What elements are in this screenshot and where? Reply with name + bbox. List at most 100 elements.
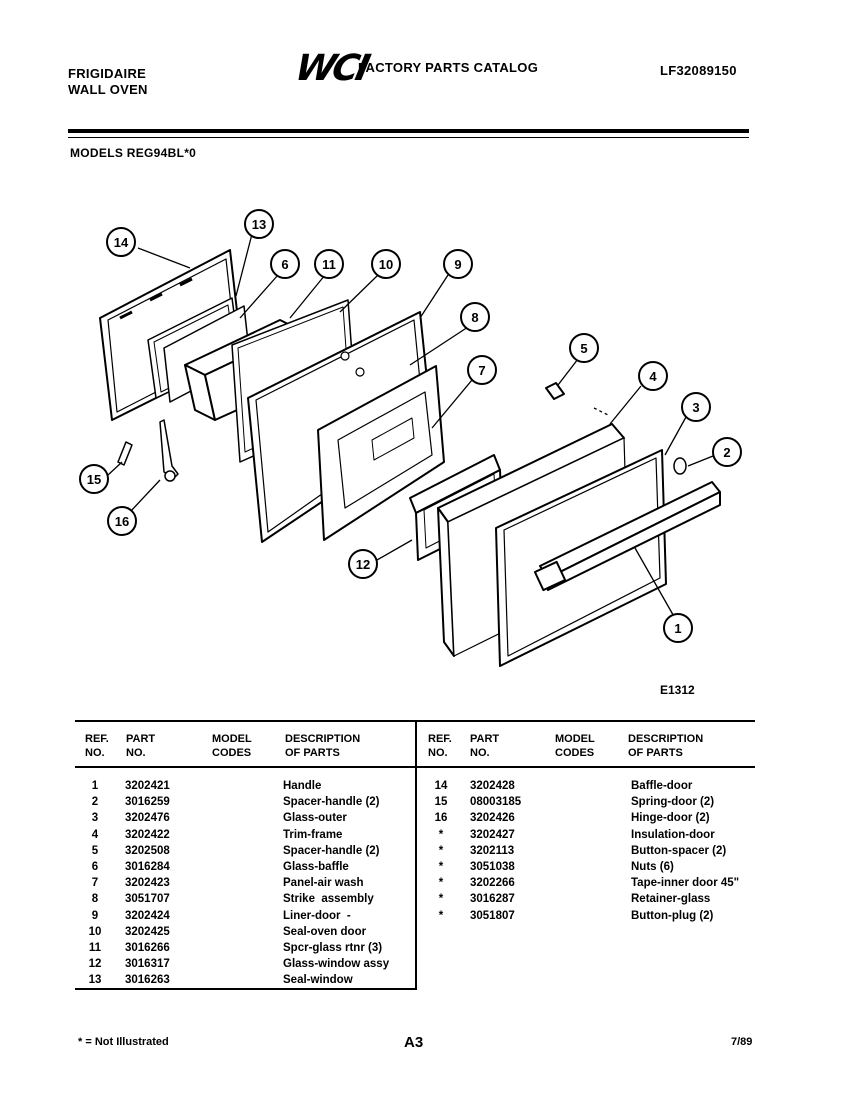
description-cell: Seal-window (283, 974, 353, 987)
header-ref-left: REF.NO. (85, 733, 109, 759)
table-row: 12 3016317 Glass-window assy (75, 956, 415, 972)
part-spring-hinge (117, 419, 179, 482)
ref-cell: 5 (91, 844, 99, 857)
callout-label-7: 7 (478, 363, 485, 378)
ref-cell: 4 (91, 828, 99, 841)
callout-14 (106, 227, 136, 257)
ref-cell: 10 (88, 925, 102, 938)
brand-line-1: FRIGIDAIRE (68, 66, 147, 81)
ref-cell: 8 (91, 893, 99, 906)
exploded-door-diagram: 1 2 3 4 5 6 7 8 9 10 11 12 13 14 15 16 E… (79, 209, 742, 697)
description-cell: Glass-outer (283, 812, 347, 825)
callout-2 (712, 437, 742, 467)
table-row: 16 3202426 Hinge-door (2) (417, 810, 755, 826)
callout-label-8: 8 (471, 310, 478, 325)
part-number-cell: 3202426 (470, 812, 515, 825)
table-row: 5 3202508 Spacer-handle (2) (75, 843, 415, 859)
part-number-cell: 3202113 (470, 844, 515, 857)
part-number-cell: 3016263 (125, 974, 170, 987)
part-number-cell: 3202423 (125, 877, 170, 890)
header-ref-right: REF.NO. (428, 733, 452, 759)
callout-label-2: 2 (723, 445, 730, 460)
description-cell: Handle (283, 780, 322, 792)
description-cell: Baffle-door (631, 780, 693, 792)
part-number-cell: 08003185 (470, 796, 522, 809)
callout-15 (79, 464, 109, 494)
header-rule-thick (68, 129, 749, 133)
brand-name: FRIGIDAIRE WALL OVEN (68, 66, 148, 98)
callout-label-12: 12 (356, 557, 370, 572)
description-cell: Spacer-handle (2) (283, 796, 380, 809)
ref-cell: 2 (91, 796, 99, 809)
part-number-cell: 3051038 (470, 860, 515, 873)
models-line: MODELS REG94BL*0 (70, 146, 197, 160)
part-number-cell: 3016259 (125, 796, 170, 809)
description-cell: Trim-frame (283, 828, 343, 841)
description-cell: Insulation-door (631, 828, 715, 841)
description-cell: Panel-air wash (283, 877, 364, 890)
ref-cell: 13 (88, 974, 102, 987)
description-cell: Spcr-glass rtnr (3) (283, 941, 383, 954)
part-number-cell: 3202424 (125, 909, 170, 922)
part-spacer-handle (673, 457, 687, 475)
table-bottom-rule (75, 988, 415, 990)
callout-4 (638, 361, 668, 391)
description-cell: Nuts (6) (631, 860, 674, 873)
description-cell: Glass-window assy (283, 958, 390, 971)
header-rule-thin (68, 137, 749, 138)
ref-cell: 12 (88, 958, 102, 971)
callout-7 (467, 355, 497, 385)
callout-label-10: 10 (379, 257, 393, 272)
callout-8 (460, 302, 490, 332)
description-cell: Button-plug (2) (631, 909, 714, 922)
callout-label-3: 3 (692, 400, 699, 415)
part-number-cell: 3202508 (125, 844, 170, 857)
date-code: 7/89 (731, 1036, 753, 1048)
table-row: * 3016287 Retainer-glass (417, 891, 755, 907)
ref-cell: 7 (91, 877, 99, 890)
description-cell: Glass-baffle (283, 860, 349, 873)
description-cell: Spacer-handle (2) (283, 844, 380, 857)
part-number-cell: 3202421 (125, 780, 170, 792)
part-number-cell: 3202425 (125, 925, 170, 938)
table-row: 13 3016263 Seal-window (75, 972, 415, 988)
part-number-cell: 3202476 (125, 812, 170, 825)
brand-line-2: WALL OVEN (68, 82, 148, 97)
callout-16 (107, 506, 137, 536)
description-cell: Strike assembly (283, 893, 374, 906)
catalog-title: FACTORY PARTS CATALOG (358, 60, 539, 75)
callout-label-14: 14 (114, 235, 129, 250)
ref-cell: 1 (91, 780, 99, 792)
callout-label-4: 4 (649, 369, 657, 384)
part-number-cell: 3016287 (470, 893, 515, 906)
callout-label-9: 9 (454, 257, 461, 272)
description-cell: Retainer-glass (631, 893, 711, 906)
description-cell: Hinge-door (2) (631, 812, 710, 825)
ref-cell: * (438, 844, 444, 857)
callout-5 (569, 333, 599, 363)
ref-cell: * (438, 893, 444, 906)
callout-label-1: 1 (674, 621, 681, 636)
part-number-cell: 3016317 (125, 958, 170, 971)
ref-cell: 16 (434, 812, 448, 825)
ref-cell: * (438, 877, 444, 890)
callout-label-15: 15 (87, 472, 101, 487)
footnote: * = Not Illustrated (78, 1036, 169, 1048)
